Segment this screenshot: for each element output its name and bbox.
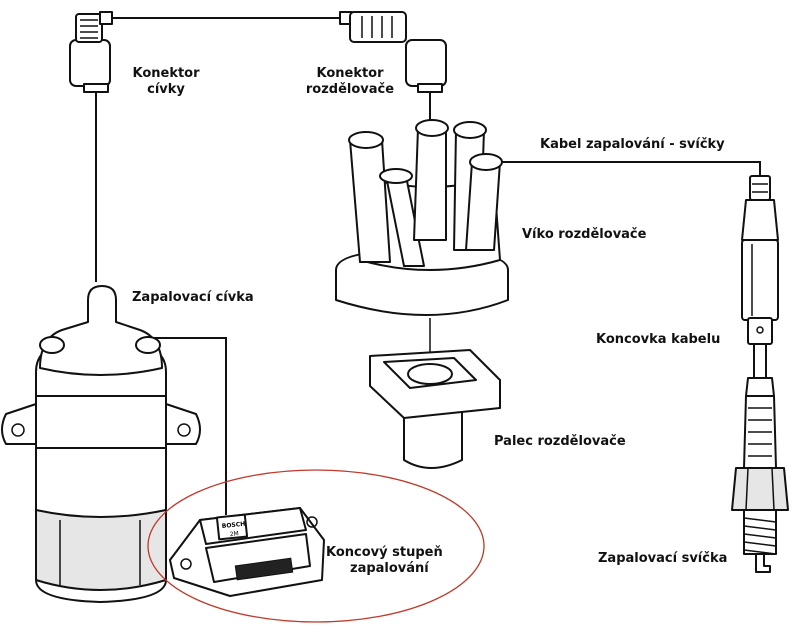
coil-connector-label: Konektor cívky bbox=[128, 66, 204, 98]
distributor-connector-label-line2: rozdělovače bbox=[305, 82, 395, 97]
distributor-rotor bbox=[369, 349, 501, 469]
output-stage-label-line2: zapalování bbox=[350, 561, 429, 576]
rotor-label: Palec rozdělovače bbox=[494, 434, 626, 449]
coil-to-module-wire bbox=[150, 337, 227, 515]
coil-connector-label-line1: Konektor bbox=[132, 66, 200, 81]
spark-plug bbox=[731, 343, 789, 573]
output-stage-highlight-ellipse bbox=[147, 469, 485, 623]
coil-connector-label-line2: cívky bbox=[147, 82, 185, 97]
distributor-connector bbox=[339, 11, 447, 93]
distributor-cap bbox=[335, 119, 509, 316]
module-code-marking: 2M bbox=[229, 530, 239, 538]
distributor-connector-label: Konektor rozdělovače bbox=[300, 66, 400, 98]
spark-plug-label: Zapalovací svíčka bbox=[598, 551, 728, 566]
coil-connector bbox=[69, 11, 113, 93]
output-stage-label-line1: Koncový stupeň bbox=[326, 545, 443, 560]
spark-plug-wire bbox=[484, 161, 761, 176]
cable-end-label: Koncovka kabelu bbox=[596, 332, 721, 347]
ignition-output-stage bbox=[169, 507, 325, 597]
output-stage-label: Koncový stupeň zapalování bbox=[326, 545, 443, 577]
distributor-connector-label-line1: Konektor bbox=[316, 66, 384, 81]
ignition-coil bbox=[1, 285, 201, 603]
module-brand-marking: BOSCH bbox=[222, 521, 246, 530]
ignition-cable-label: Kabel zapalování - svíčky bbox=[540, 137, 725, 152]
distributor-cap-label: Víko rozdělovače bbox=[522, 227, 647, 242]
ignition-coil-label: Zapalovací cívka bbox=[132, 290, 254, 305]
cable-end bbox=[741, 175, 779, 345]
